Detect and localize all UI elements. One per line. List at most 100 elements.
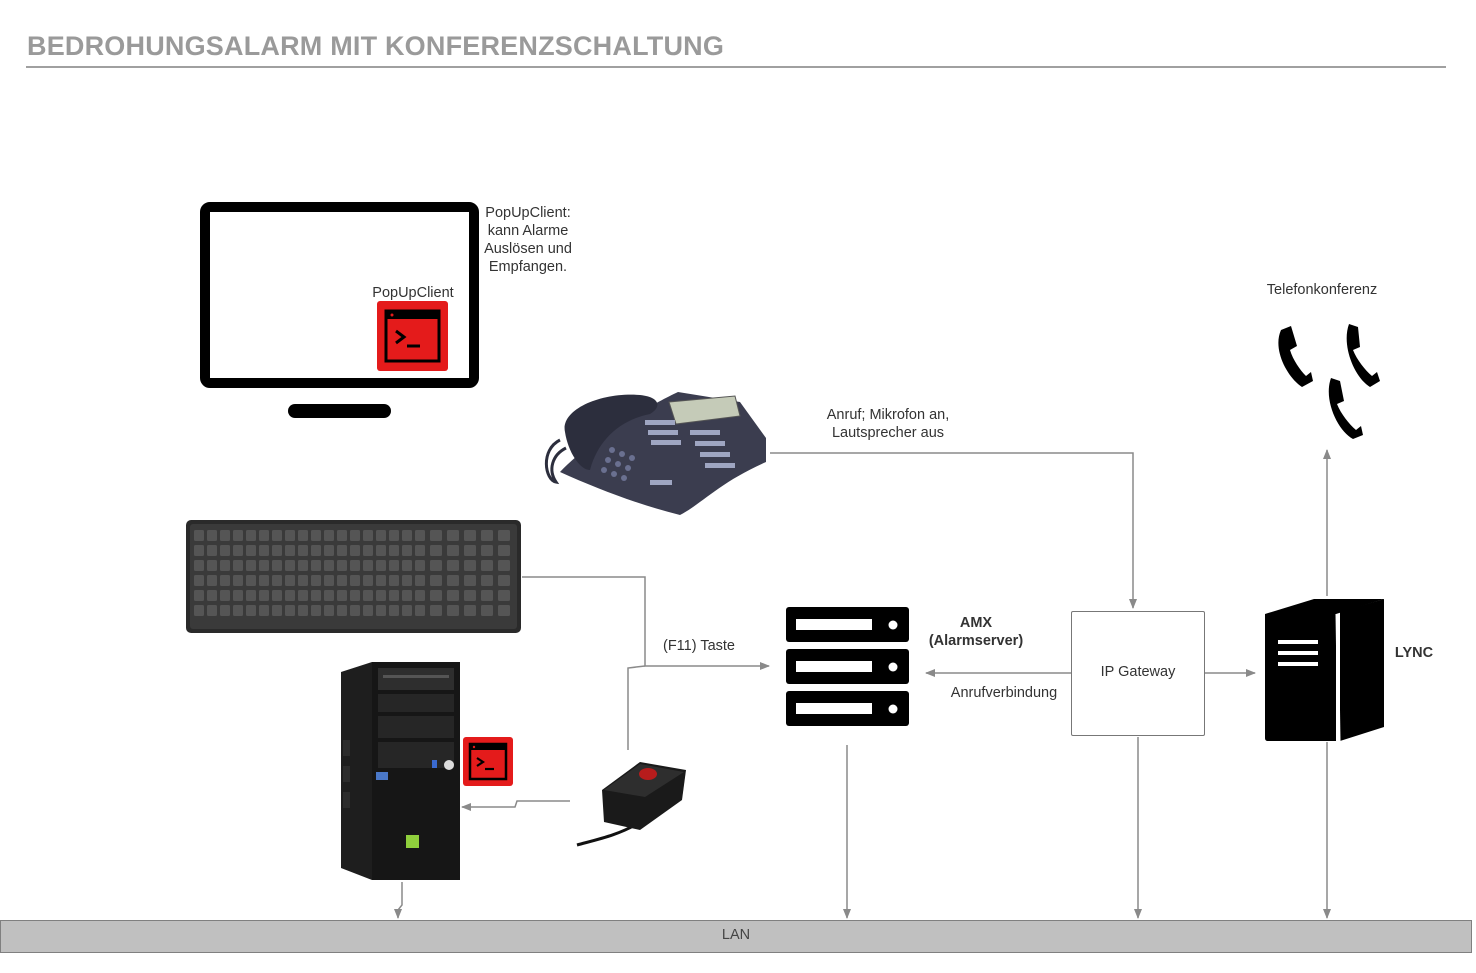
keyboard-key <box>376 545 386 556</box>
anruf-label-line-2: Lautsprecher aus <box>831 425 945 441</box>
keyboard-key <box>233 575 243 586</box>
keyboard-key <box>498 590 510 601</box>
f11-taste-label: (F11) Taste <box>663 638 735 654</box>
anruf-label: Anruf; Mikrofon an, Lautsprecher aus <box>808 406 968 442</box>
keyboard-key <box>233 560 243 571</box>
keyboard-key <box>194 530 204 541</box>
keyboard-key <box>389 575 399 586</box>
amx-label-line-1: AMX <box>959 615 993 631</box>
keyboard-key <box>337 560 347 571</box>
keyboard-key <box>324 560 334 571</box>
keyboard-key <box>311 530 321 541</box>
ip-gateway-label: IP Gateway <box>1100 664 1176 680</box>
keyboard-key <box>402 605 412 616</box>
alarm-button-icon <box>576 762 686 847</box>
keyboard-key <box>298 605 308 616</box>
keyboard-key <box>246 605 256 616</box>
phone-handset-icon <box>1278 324 1380 439</box>
keyboard-key <box>498 575 510 586</box>
amx-label-line-2: (Alarmserver) <box>928 633 1024 649</box>
keyboard-key <box>220 605 230 616</box>
keyboard-key <box>447 605 459 616</box>
keyboard-key <box>272 530 282 541</box>
keyboard-key <box>498 605 510 616</box>
keyboard-key <box>324 590 334 601</box>
popupclient-description: PopUpClient: kann Alarme Auslösen und Em… <box>475 204 581 276</box>
keyboard-key <box>233 530 243 541</box>
keyboard-key <box>415 545 425 556</box>
keyboard-key <box>481 590 493 601</box>
keyboard-key <box>481 545 493 556</box>
keyboard-icon <box>186 520 521 633</box>
keyboard-key <box>430 575 442 586</box>
keyboard-key <box>337 590 347 601</box>
keyboard-key <box>415 530 425 541</box>
keyboard-key <box>220 560 230 571</box>
keyboard-key <box>363 530 373 541</box>
keyboard-key <box>376 575 386 586</box>
keyboard-key <box>298 545 308 556</box>
keyboard-key <box>194 545 204 556</box>
keyboard-key <box>464 605 476 616</box>
keyboard-key <box>259 605 269 616</box>
lan-bar <box>0 920 1472 953</box>
keyboard-key <box>259 560 269 571</box>
keyboard-key <box>220 575 230 586</box>
keyboard-key <box>389 545 399 556</box>
keyboard-key <box>350 575 360 586</box>
keyboard-key <box>246 590 256 601</box>
keyboard-key <box>194 590 204 601</box>
keyboard-key <box>233 590 243 601</box>
keyboard-key <box>447 545 459 556</box>
keyboard-key <box>285 560 295 571</box>
keyboard-key <box>220 590 230 601</box>
connector-pc-to-lan <box>394 882 403 919</box>
keyboard-key <box>363 560 373 571</box>
connector-button-to-pc <box>461 800 570 811</box>
keyboard-key <box>324 545 334 556</box>
keyboard-key <box>311 590 321 601</box>
keyboard-key <box>207 605 217 616</box>
keyboard-key <box>220 530 230 541</box>
lan-label: LAN <box>721 927 751 943</box>
keyboard-key <box>337 530 347 541</box>
keyboard-key <box>220 545 230 556</box>
server-tower-icon <box>1265 599 1384 742</box>
keyboard-key <box>402 545 412 556</box>
keyboard-key <box>311 545 321 556</box>
keyboard-key <box>498 545 510 556</box>
keyboard-key <box>430 590 442 601</box>
keyboard-key <box>207 530 217 541</box>
keyboard-key <box>481 575 493 586</box>
keyboard-key <box>350 530 360 541</box>
keyboard-key <box>207 560 217 571</box>
terminal-icon <box>377 301 448 371</box>
keyboard-key <box>389 590 399 601</box>
keyboard-key <box>464 560 476 571</box>
keyboard-key <box>233 545 243 556</box>
popupclient-label: PopUpClient <box>372 285 454 301</box>
keyboard-key <box>430 530 442 541</box>
keyboard-key <box>363 605 373 616</box>
keyboard-key <box>324 530 334 541</box>
keyboard-key <box>389 560 399 571</box>
keyboard-key <box>498 530 510 541</box>
keyboard-key <box>337 605 347 616</box>
keyboard-key <box>415 575 425 586</box>
keyboard-key <box>481 560 493 571</box>
keyboard-key <box>498 560 510 571</box>
keyboard-key <box>272 590 282 601</box>
keyboard-key <box>389 530 399 541</box>
keyboard-key <box>285 530 295 541</box>
keyboard-key <box>285 575 295 586</box>
anrufverbindung-label: Anrufverbindung <box>950 685 1058 701</box>
keyboard-key <box>337 545 347 556</box>
keyboard-key <box>415 590 425 601</box>
keyboard-key <box>402 530 412 541</box>
keyboard-key <box>298 560 308 571</box>
keyboard-key <box>363 575 373 586</box>
keyboard-key <box>415 605 425 616</box>
keyboard-key <box>259 530 269 541</box>
keyboard-key <box>363 590 373 601</box>
